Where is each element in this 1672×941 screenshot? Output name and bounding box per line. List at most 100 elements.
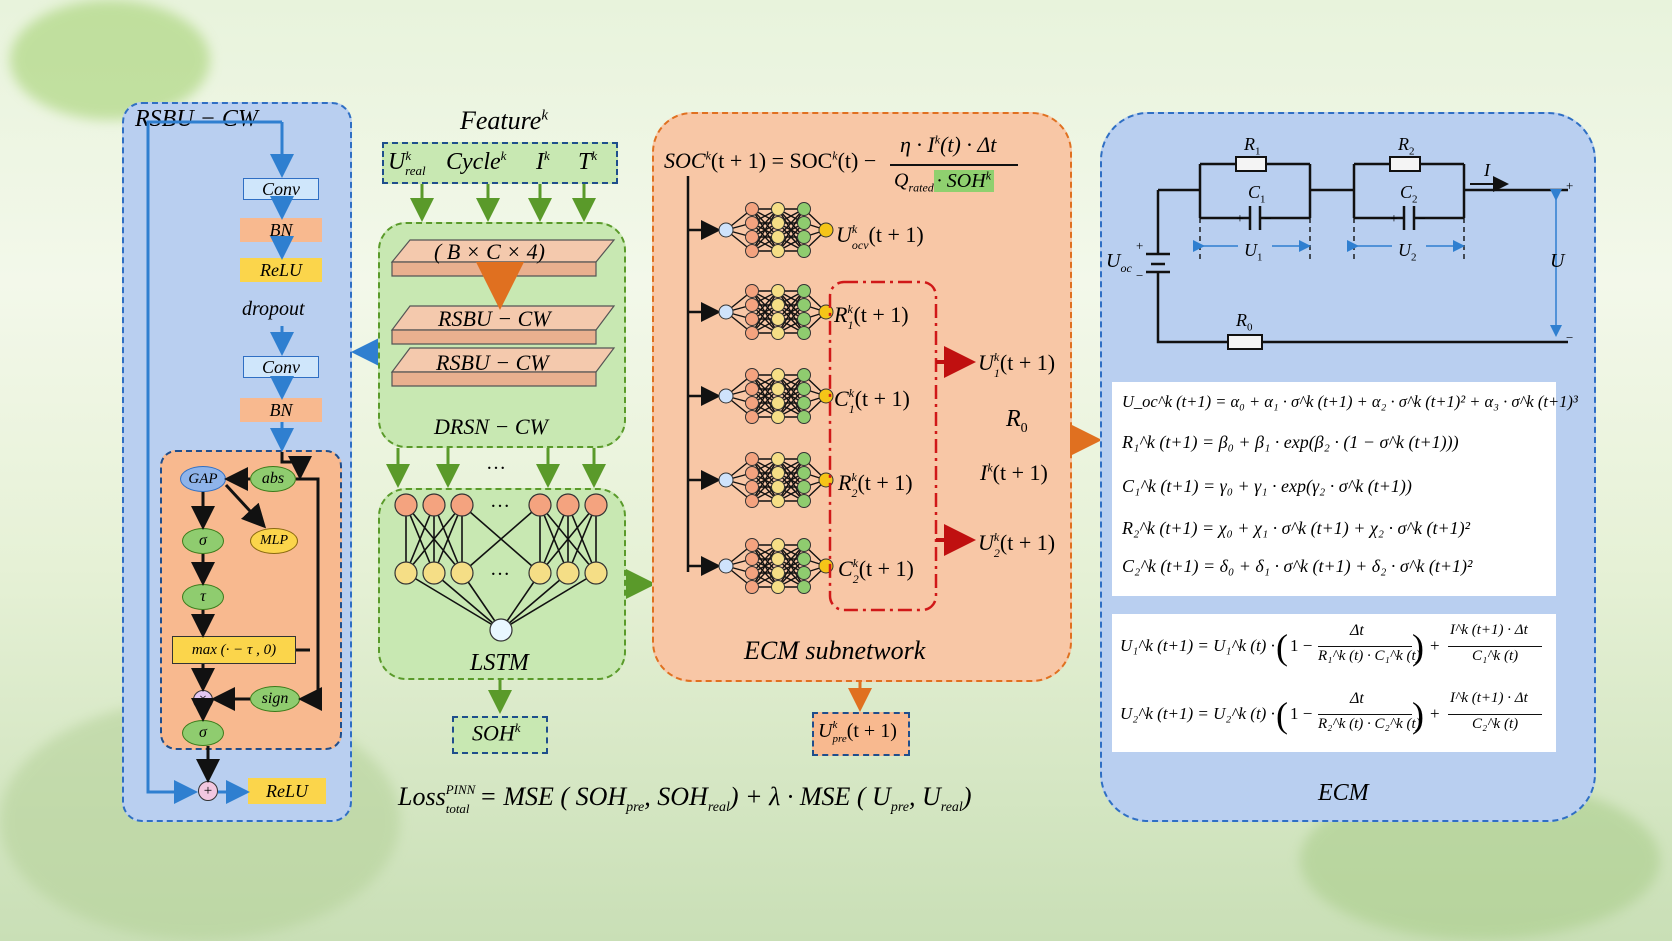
update-eq-0-den2: C₁^k (t) — [1472, 648, 1519, 664]
ecm-c1-plus: + — [1236, 212, 1244, 227]
sub-real: real — [405, 162, 426, 178]
lstm-label: LSTM — [470, 650, 529, 676]
update-eq-0-open: ( — [1276, 627, 1288, 667]
feature-input-t: Tk — [578, 148, 597, 176]
ecm-equation-1: R₁^k (t+1) = β₀ + β₁ · exp(β₂ · (1 − σ^k… — [1122, 432, 1459, 452]
rsbu-cw-title: RSBU − CW — [135, 106, 258, 132]
u1-base: U — [978, 350, 994, 375]
update-eq-1-bar — [1318, 714, 1412, 716]
loss-sup: PINN — [445, 782, 476, 798]
ecm-r1-label: R1 — [1244, 134, 1261, 158]
soh-highlight: · SOHk — [933, 168, 995, 192]
bn-label: BN — [269, 219, 293, 240]
update-eq-1-close: ) — [1412, 695, 1424, 735]
u2-sub: 2 — [993, 545, 1000, 560]
out-base: C — [838, 556, 853, 581]
u2-base: U — [1398, 240, 1411, 260]
out-tail: (t + 1) — [854, 386, 910, 411]
ecm-equation-4: C₂^k (t+1) = δ₀ + δ₁ · σ^k (t+1) + δ₂ · … — [1122, 556, 1473, 576]
ecm-update-equations-box — [1112, 614, 1556, 752]
out-sub: ocv — [851, 237, 869, 252]
soc-mid: (t + 1) = SOC — [710, 148, 833, 173]
r2-sub: 2 — [1409, 145, 1415, 158]
feature-u: U — [388, 149, 406, 175]
ik-base: I — [980, 460, 988, 485]
loss-end: ) — [962, 782, 972, 811]
mini-network-1 — [688, 284, 834, 340]
ecm-equation-3: R₂^k (t+1) = χ₀ + χ₁ · σ^k (t+1) + χ₂ · … — [1122, 518, 1471, 538]
out-tail: (t + 1) — [858, 556, 914, 581]
mini-network-4 — [688, 538, 834, 594]
update-eq-1-plus: + — [1430, 704, 1440, 723]
ecm-uoc-plus: + — [1136, 238, 1144, 253]
update-eq-1-den: R₂^k (t) · C₂^k (t) — [1318, 716, 1421, 732]
upre-base: U — [818, 720, 833, 743]
out-tail: (t + 1) — [868, 222, 924, 247]
feature-i: I — [536, 149, 544, 175]
mlp-label: MLP — [260, 533, 288, 548]
ecm-uoc-label: Uoc — [1106, 250, 1132, 276]
bn-block-2: BN — [240, 398, 322, 422]
feature-cycle: Cycle — [446, 149, 501, 175]
ecm-uoc-minus: − — [1136, 268, 1144, 283]
soh-output-box — [452, 716, 548, 754]
ecm-r0-label: R0 — [1236, 310, 1253, 334]
update-eq-1-num: Δt — [1350, 690, 1364, 707]
ecm-c2-minus: − — [1418, 212, 1426, 227]
ik-label: Ik(t + 1) — [980, 460, 1048, 486]
ecm-parameter-equations-box — [1112, 382, 1556, 596]
feature-t: T — [578, 149, 592, 175]
update-eq-0-oneminus: 1 − — [1290, 636, 1313, 655]
ecm-u-minus: − — [1566, 330, 1574, 345]
soc-den-tail: · SOH — [936, 169, 986, 192]
update-eq-0-den: R₁^k (t) · C₁^k (t) — [1318, 648, 1421, 664]
update-eq-0-bar2 — [1448, 646, 1542, 648]
feature-input-box — [382, 142, 618, 184]
conv-label: Conv — [262, 178, 300, 199]
mlp-node: MLP — [250, 528, 298, 554]
soc-equation: SOCk(t + 1) = SOCk(t) − — [664, 148, 876, 174]
u1-base: U — [1244, 240, 1257, 260]
sup-k: k — [832, 719, 838, 731]
update-eq-0-num: Δt — [1350, 622, 1364, 639]
loss-real2: real — [940, 800, 963, 816]
u1-sub: 1 — [993, 365, 1000, 380]
uoc-base: U — [1106, 250, 1121, 272]
sup-k: k — [405, 148, 412, 163]
feature-title: Featurek — [460, 106, 548, 136]
u2-base: U — [978, 530, 994, 555]
c1-base: C — [1248, 182, 1261, 202]
lstm-dots-top: … — [490, 490, 510, 512]
r0-base: R — [1236, 310, 1247, 330]
loss-pre2: pre — [890, 800, 909, 816]
max-threshold-block: max (· − τ , 0) — [172, 636, 296, 664]
loss-real1: real — [707, 800, 730, 816]
r0-sub: 0 — [1247, 321, 1253, 334]
drsn-dots: … — [486, 452, 506, 474]
sigma-node-1: σ — [182, 528, 224, 554]
sup-k: k — [993, 529, 1000, 544]
update-eq-0-lhs: U₁^k (t+1) = U₁^k (t) · — [1120, 636, 1275, 655]
sup-k: k — [705, 148, 711, 163]
c2-sub: 2 — [1412, 193, 1418, 206]
soc-den-sub: rated — [908, 180, 934, 195]
r0-base: R — [1006, 406, 1021, 432]
sup-k: k — [500, 148, 507, 163]
update-eq-1-open: ( — [1276, 695, 1288, 735]
ecm-u1-label: U1 — [1244, 240, 1263, 264]
update-eq-1-num2: I^k (t+1) · Δt — [1450, 690, 1528, 706]
u2-tail: (t + 1) — [999, 530, 1056, 555]
conv-label: Conv — [262, 356, 300, 377]
mini-network-2 — [688, 368, 834, 424]
soc-num: η · I — [900, 132, 935, 157]
u1-sub: 1 — [1257, 251, 1263, 264]
ecm-equation-0: U_oc^k (t+1) = α₀ + α₁ · σ^k (t+1) + α₂ … — [1122, 392, 1578, 411]
update-eq-1-oneminus: 1 − — [1290, 704, 1313, 723]
sup-k: k — [544, 148, 550, 163]
